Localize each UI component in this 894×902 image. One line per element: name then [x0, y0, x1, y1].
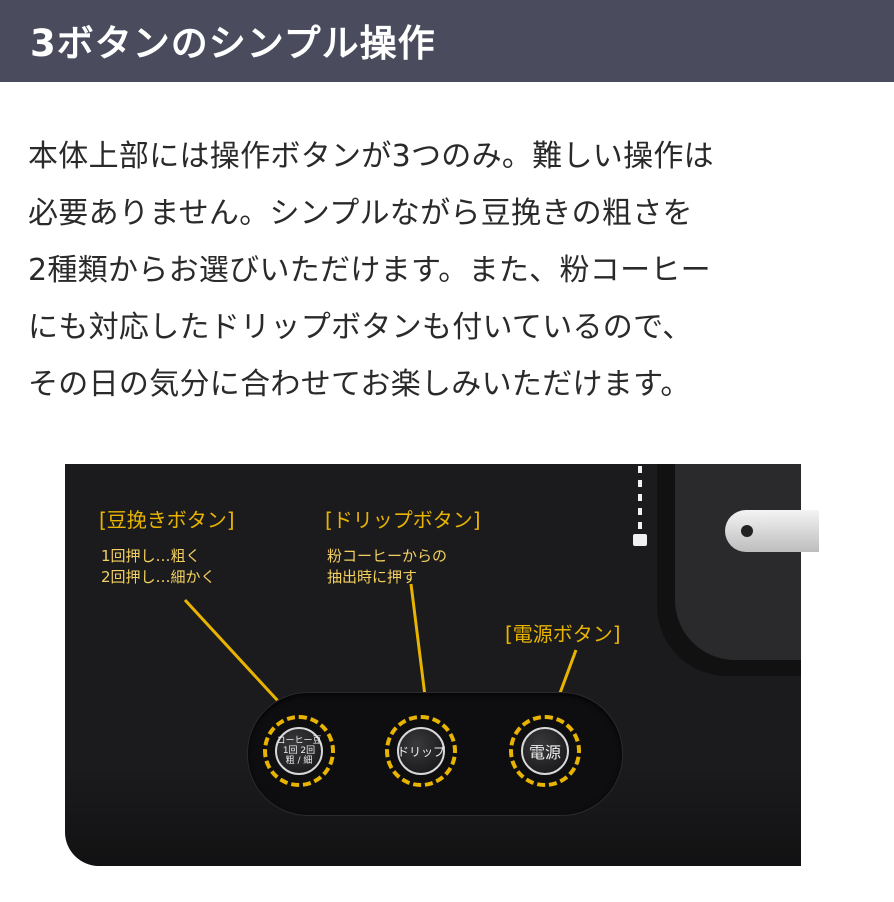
description-line: にも対応したドリップボタンも付いているので、 — [28, 310, 693, 345]
drip-sub-1: 粉コーヒーからの — [327, 547, 448, 565]
drip-label: [ドリップボタン] — [325, 508, 481, 532]
grind-sub-1: 1回押し…粗く — [101, 547, 201, 565]
description-line: 必要ありません。シンプルながら豆挽きの粗さを — [28, 196, 693, 231]
grind-sub-2: 2回押し…細かく — [101, 568, 216, 586]
grind-button-top: コーヒー豆 — [276, 736, 322, 746]
lock-tick — [638, 522, 642, 529]
lock-icon — [633, 534, 647, 546]
lid — [657, 464, 819, 676]
lock-tick — [638, 508, 642, 515]
grind-callout-line — [183, 598, 292, 716]
drip-callout-line — [409, 583, 429, 713]
lid-handle — [725, 510, 819, 552]
description-line: 本体上部には操作ボタンが3つのみ。難しい操作は — [28, 139, 714, 174]
description-line: 2種類からお選びいただけます。また、粉コーヒー — [28, 253, 711, 288]
grind-button-mid: 1回 2回 — [282, 746, 316, 756]
grind-button-bottom: 粗 / 細 — [285, 756, 313, 766]
lock-tick — [638, 466, 642, 473]
power-button-face[interactable]: 電源 — [521, 727, 569, 775]
lock-indicator — [631, 464, 649, 554]
title-banner: 3ボタンのシンプル操作 — [0, 0, 894, 82]
product-photo: [豆挽きボタン] 1回押し…粗く 2回押し…細かく [ドリップボタン] 粉コーヒ… — [65, 464, 819, 866]
grind-button-face[interactable]: コーヒー豆 1回 2回 粗 / 細 — [275, 727, 323, 775]
description-line: その日の気分に合わせてお楽しみいただけます。 — [28, 367, 691, 402]
drip-button-face[interactable]: ドリップ — [397, 727, 445, 775]
power-label: [電源ボタン] — [505, 622, 621, 646]
drip-button[interactable]: ドリップ — [385, 715, 457, 787]
description: 本体上部には操作ボタンが3つのみ。難しい操作は 必要ありません。シンプルながら豆… — [28, 128, 878, 413]
drip-sub-2: 抽出時に押す — [327, 568, 418, 586]
lock-tick — [638, 494, 642, 501]
grind-button[interactable]: コーヒー豆 1回 2回 粗 / 細 — [263, 715, 335, 787]
lid-inner — [675, 464, 819, 660]
lock-tick — [638, 480, 642, 487]
power-button-label: 電源 — [528, 743, 561, 762]
power-button[interactable]: 電源 — [509, 715, 581, 787]
banner-title: 3ボタンのシンプル操作 — [30, 22, 436, 65]
grind-label: [豆挽きボタン] — [99, 508, 235, 532]
drip-button-label: ドリップ — [397, 744, 446, 759]
handle-dot — [741, 525, 753, 537]
